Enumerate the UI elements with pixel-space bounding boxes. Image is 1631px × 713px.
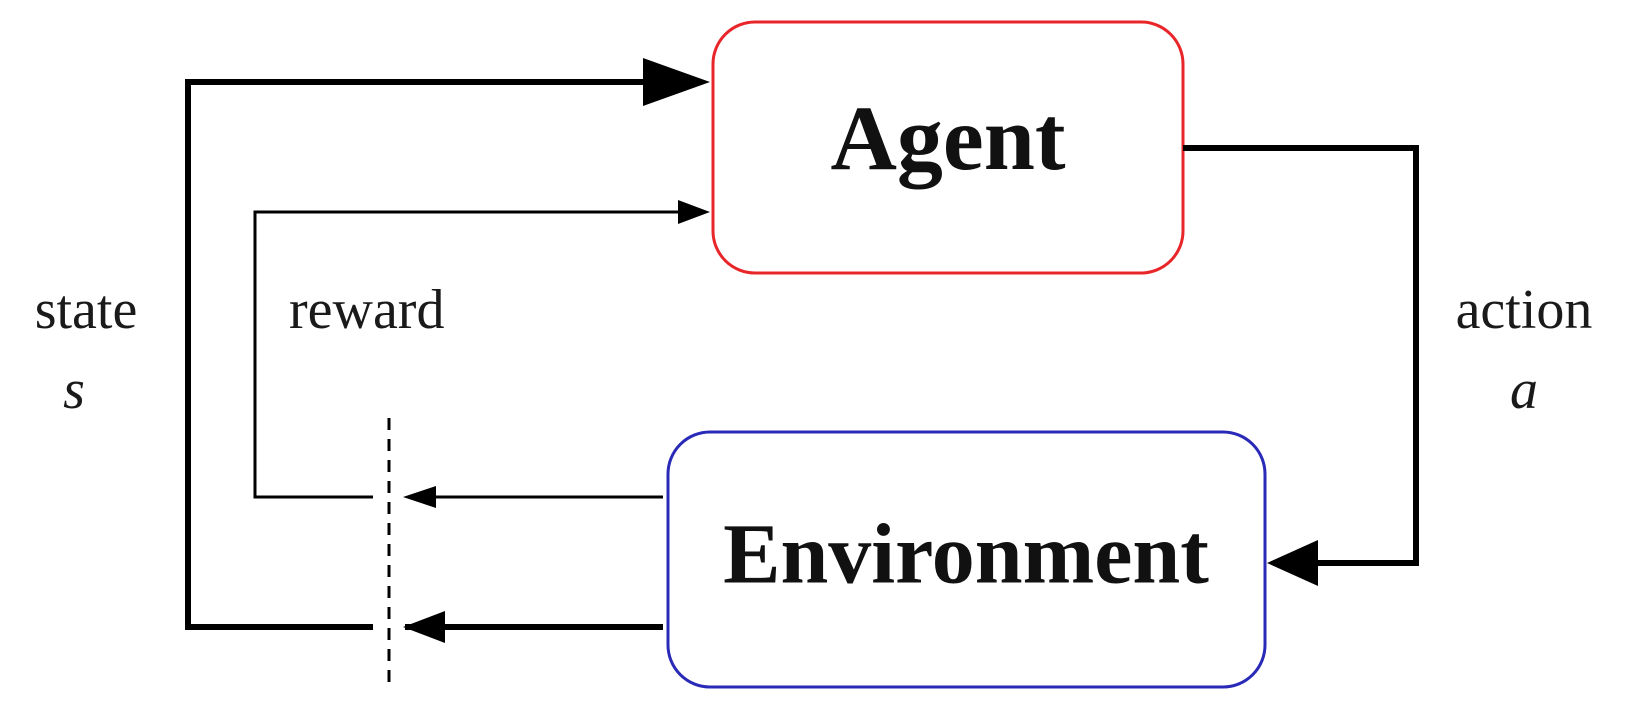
state-symbol: s xyxy=(63,359,85,421)
reward-label: reward xyxy=(289,279,444,341)
state-arrow-head-in xyxy=(403,611,445,643)
action-label: action xyxy=(1456,279,1593,341)
environment-label: Environment xyxy=(723,506,1209,602)
state-arrow-head-agent xyxy=(643,58,710,106)
action-arrow-line xyxy=(1183,145,1419,566)
reward-arrow-head-in xyxy=(403,486,436,508)
state-label: state xyxy=(35,279,138,341)
action-symbol: a xyxy=(1510,359,1538,421)
agent-label: Agent xyxy=(830,87,1065,189)
action-arrow-head xyxy=(1267,540,1318,586)
state-loop-line xyxy=(185,79,650,630)
reward-arrow-head-agent xyxy=(678,200,710,224)
environment-box xyxy=(666,430,1267,689)
reward-loop-line xyxy=(253,210,685,499)
